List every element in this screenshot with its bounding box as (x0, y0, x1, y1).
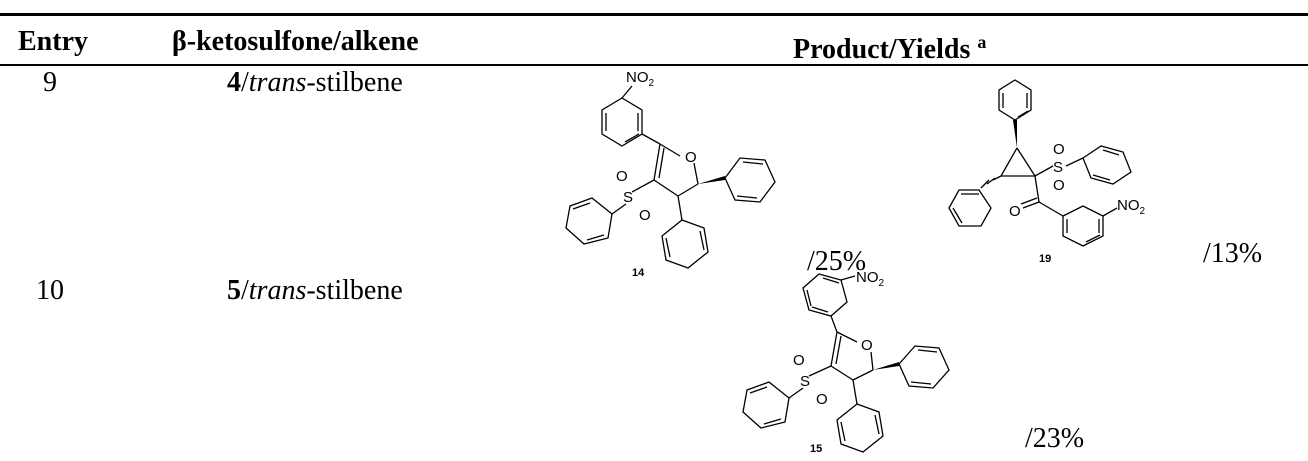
sulfonyl-oxygen-2: O (1053, 177, 1065, 194)
ring-oxygen: O (861, 337, 873, 354)
substrate-alkene: -stilbene (306, 275, 403, 306)
sulfonyl-oxygen-1: O (616, 168, 628, 185)
compound-label-15: 15 (810, 443, 822, 455)
substrate-row-10: 5/trans-stilbene (227, 275, 403, 306)
sulfonyl-oxygen-1: O (793, 352, 805, 369)
substrate-compound: 5 (227, 275, 241, 306)
sulfonyl-sulfur: S (623, 189, 633, 206)
yield-compound-19: /13% (1203, 238, 1263, 269)
structure-compound-14: NO2 O S O O 14 (565, 69, 776, 279)
sulfonyl-oxygen-2: O (816, 391, 828, 408)
substrate-compound: 4 (227, 67, 241, 98)
entry-9: 9 (43, 67, 57, 98)
substrate-stereo: trans (248, 275, 307, 306)
table-top-rule (0, 13, 1308, 16)
substrate-alkene: -stilbene (306, 67, 403, 98)
sulfonyl-oxygen-1: O (1053, 141, 1065, 158)
table-header-rule (0, 64, 1308, 66)
sulfonyl-oxygen-2: O (639, 207, 651, 224)
entry-10: 10 (36, 275, 64, 306)
compound-label-14: 14 (632, 267, 645, 279)
carbonyl-oxygen: O (1009, 203, 1021, 220)
header-product-footnote: a (977, 32, 987, 52)
header-product: Product/Yields a (793, 26, 986, 66)
substrate-stereo: trans (248, 67, 307, 98)
ring-oxygen: O (685, 149, 697, 166)
header-substrate: β-ketosulfone/alkene (172, 26, 419, 57)
sulfonyl-sulfur: S (800, 373, 810, 390)
compound-label-19: 19 (1039, 253, 1051, 265)
nitro-group: NO2 (626, 69, 655, 89)
header-product-label: Product/Yields (793, 34, 971, 65)
yield-compound-14: /25% (807, 246, 867, 277)
header-entry: Entry (18, 26, 88, 57)
sulfonyl-sulfur: S (1053, 159, 1063, 176)
structure-compound-15: NO2 O S O O 15 (742, 269, 950, 455)
structure-compound-19: S O O O NO2 19 (948, 79, 1146, 265)
nitro-group: NO2 (856, 269, 885, 289)
yield-compound-15: /23% (1025, 423, 1085, 454)
nitro-group: NO2 (1117, 197, 1146, 217)
substrate-row-9: 4/trans-stilbene (227, 67, 403, 98)
